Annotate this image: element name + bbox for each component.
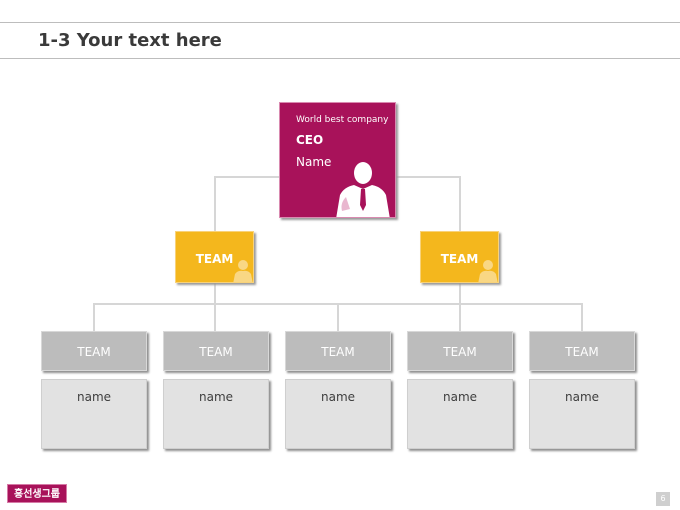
subteam-header-3: TEAM: [285, 331, 391, 371]
subteam-label: TEAM: [565, 345, 599, 359]
connector-team-left-stem: [214, 283, 216, 303]
subteam-name: name: [564, 390, 600, 404]
subteam-header-2: TEAM: [163, 331, 269, 371]
connector-subteam-drop-5: [581, 303, 583, 331]
subteam-header-5: TEAM: [529, 331, 635, 371]
connector-subteam-drop-3: [337, 303, 339, 331]
connector-ceo-right-drop: [459, 176, 461, 231]
team-node-right: TEAM: [420, 231, 499, 283]
subteam-name: name: [320, 390, 356, 404]
team-label: TEAM: [440, 252, 479, 266]
team-label: TEAM: [195, 252, 234, 266]
connector-subteam-drop-4: [459, 303, 461, 331]
company-logo: 홍선생그룹: [7, 484, 67, 503]
subteam-label: TEAM: [77, 345, 111, 359]
connector-subteam-drop-1: [93, 303, 95, 331]
ceo-node: World best company CEO Name: [279, 102, 396, 218]
subteam-body-4: name: [407, 379, 513, 449]
slide-title: 1-3 Your text here: [38, 30, 222, 51]
subteam-body-2: name: [163, 379, 269, 449]
subteam-body-5: name: [529, 379, 635, 449]
subteam-name: name: [198, 390, 234, 404]
header-bottom-rule: [0, 58, 680, 59]
connector-subteam-drop-2: [214, 303, 216, 331]
header-top-rule: [0, 22, 680, 23]
subteam-header-1: TEAM: [41, 331, 147, 371]
subteam-label: TEAM: [321, 345, 355, 359]
person-silhouette-icon: [233, 260, 253, 282]
subteam-body-1: name: [41, 379, 147, 449]
subteam-name: name: [442, 390, 478, 404]
connector-ceo-left-drop: [214, 176, 216, 231]
ceo-tagline: World best company: [296, 115, 389, 125]
ceo-title: CEO: [296, 133, 324, 147]
subteam-label: TEAM: [443, 345, 477, 359]
connector-team-right-stem: [459, 283, 461, 303]
subteam-name: name: [76, 390, 112, 404]
subteam-header-4: TEAM: [407, 331, 513, 371]
subteam-label: TEAM: [199, 345, 233, 359]
ceo-name: Name: [296, 155, 332, 169]
businessman-silhouette-icon: [336, 162, 390, 217]
person-silhouette-icon: [478, 260, 498, 282]
team-node-left: TEAM: [175, 231, 254, 283]
subteam-body-3: name: [285, 379, 391, 449]
page-number: 6: [656, 492, 670, 506]
